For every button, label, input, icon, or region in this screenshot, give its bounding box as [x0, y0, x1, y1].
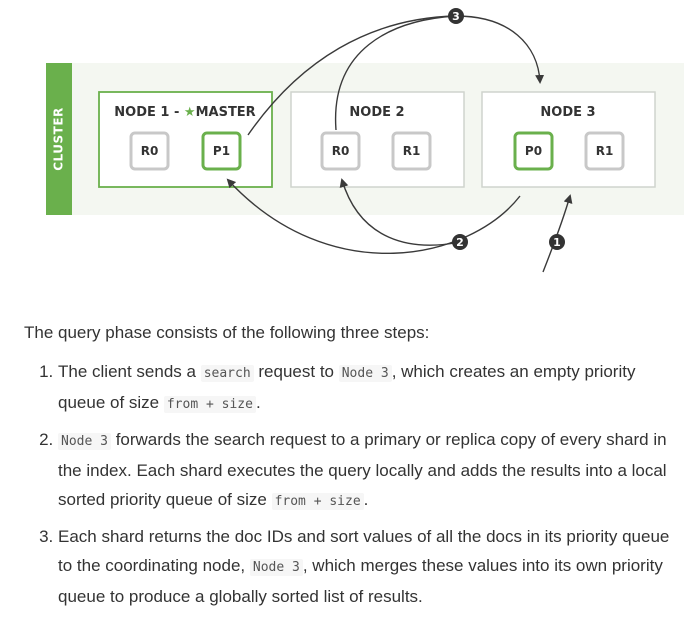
step-1-text-d: . — [255, 393, 261, 412]
arrow-step-2-to-p1 — [226, 178, 521, 254]
code-from-size: from + size — [271, 493, 364, 510]
shard-label: P1 — [213, 144, 230, 158]
step-2-text-b: . — [363, 490, 369, 509]
node-1-title-prefix: NODE 1 - — [114, 105, 184, 120]
shard-label: R1 — [596, 144, 614, 158]
step-item-1: The client sends a search request to Nod… — [58, 357, 684, 419]
step-3-text-a: Each shard returns the doc IDs and sort … — [58, 527, 670, 575]
node-3-title: NODE 3 — [540, 105, 595, 120]
cluster-label: CLUSTER — [52, 107, 66, 171]
code-search: search — [200, 365, 254, 382]
step-1-text-c: , which creates an empty priority queue … — [58, 362, 636, 412]
step-2-text-a: forwards the search request to a primary… — [58, 430, 667, 509]
step-number: 2 — [456, 236, 464, 249]
step-3-text-b: , which merges these values into its own… — [58, 556, 663, 606]
cluster-diagram: CLUSTER NODE 1 - ★MASTER R0 P1 NODE 2 R0… — [46, 8, 684, 273]
code-node-3: Node 3 — [338, 365, 392, 382]
step-1-text-b: request to — [253, 362, 339, 381]
shard-label: P0 — [525, 144, 542, 158]
step-item-3: Each shard returns the doc IDs and sort … — [58, 522, 684, 611]
step-number: 1 — [553, 236, 561, 249]
node-1-box — [98, 91, 273, 188]
steps-list: The client sends a search request to Nod… — [24, 357, 684, 611]
node-2: NODE 2 R0 R1 — [290, 91, 465, 188]
step-badge-3: 3 — [448, 8, 464, 24]
cluster-sidebar — [46, 63, 72, 215]
code-node-3: Node 3 — [58, 433, 111, 450]
step-1-text-a: The client sends a — [58, 362, 201, 381]
step-number: 3 — [452, 10, 460, 23]
shard-label: R1 — [403, 144, 421, 158]
arrow-step-3-from-r0 — [334, 15, 457, 131]
intro-paragraph: The query phase consists of the followin… — [24, 323, 430, 342]
arrow-step-1 — [542, 194, 573, 273]
node-1-title: NODE 1 - ★MASTER — [114, 105, 255, 120]
shard-r0-node2: R0 — [320, 131, 361, 171]
step-badge-2: 2 — [452, 234, 468, 250]
code-node-3: Node 3 — [249, 559, 303, 576]
node-3-box — [481, 91, 656, 188]
shard-p0-node3: P0 — [513, 131, 554, 171]
shard-r1-node3: R1 — [584, 131, 625, 171]
step-item-2: Node 3 forwards the search request to a … — [58, 425, 684, 516]
arrow-step-2-to-r0 — [339, 178, 461, 246]
arrow-step-3-from-p1 — [247, 15, 457, 136]
shard-r1-node2: R1 — [391, 131, 432, 171]
arrow-step-3-to-node3 — [455, 15, 545, 84]
step-badge-1: 1 — [549, 234, 565, 250]
shard-r0-node1: R0 — [129, 131, 170, 171]
explanation-text: The query phase consists of the followin… — [24, 318, 684, 617]
shard-p1-node1: P1 — [201, 131, 242, 171]
node-2-title: NODE 2 — [349, 105, 404, 120]
shard-label: R0 — [332, 144, 350, 158]
shard-label: R0 — [141, 144, 159, 158]
node-1: NODE 1 - ★MASTER R0 P1 — [98, 91, 273, 188]
node-1-title-suffix: MASTER — [196, 105, 256, 120]
node-2-box — [290, 91, 465, 188]
node-3: NODE 3 P0 R1 — [481, 91, 656, 188]
code-from-size: from + size — [163, 396, 256, 413]
star-icon: ★ — [184, 105, 196, 120]
